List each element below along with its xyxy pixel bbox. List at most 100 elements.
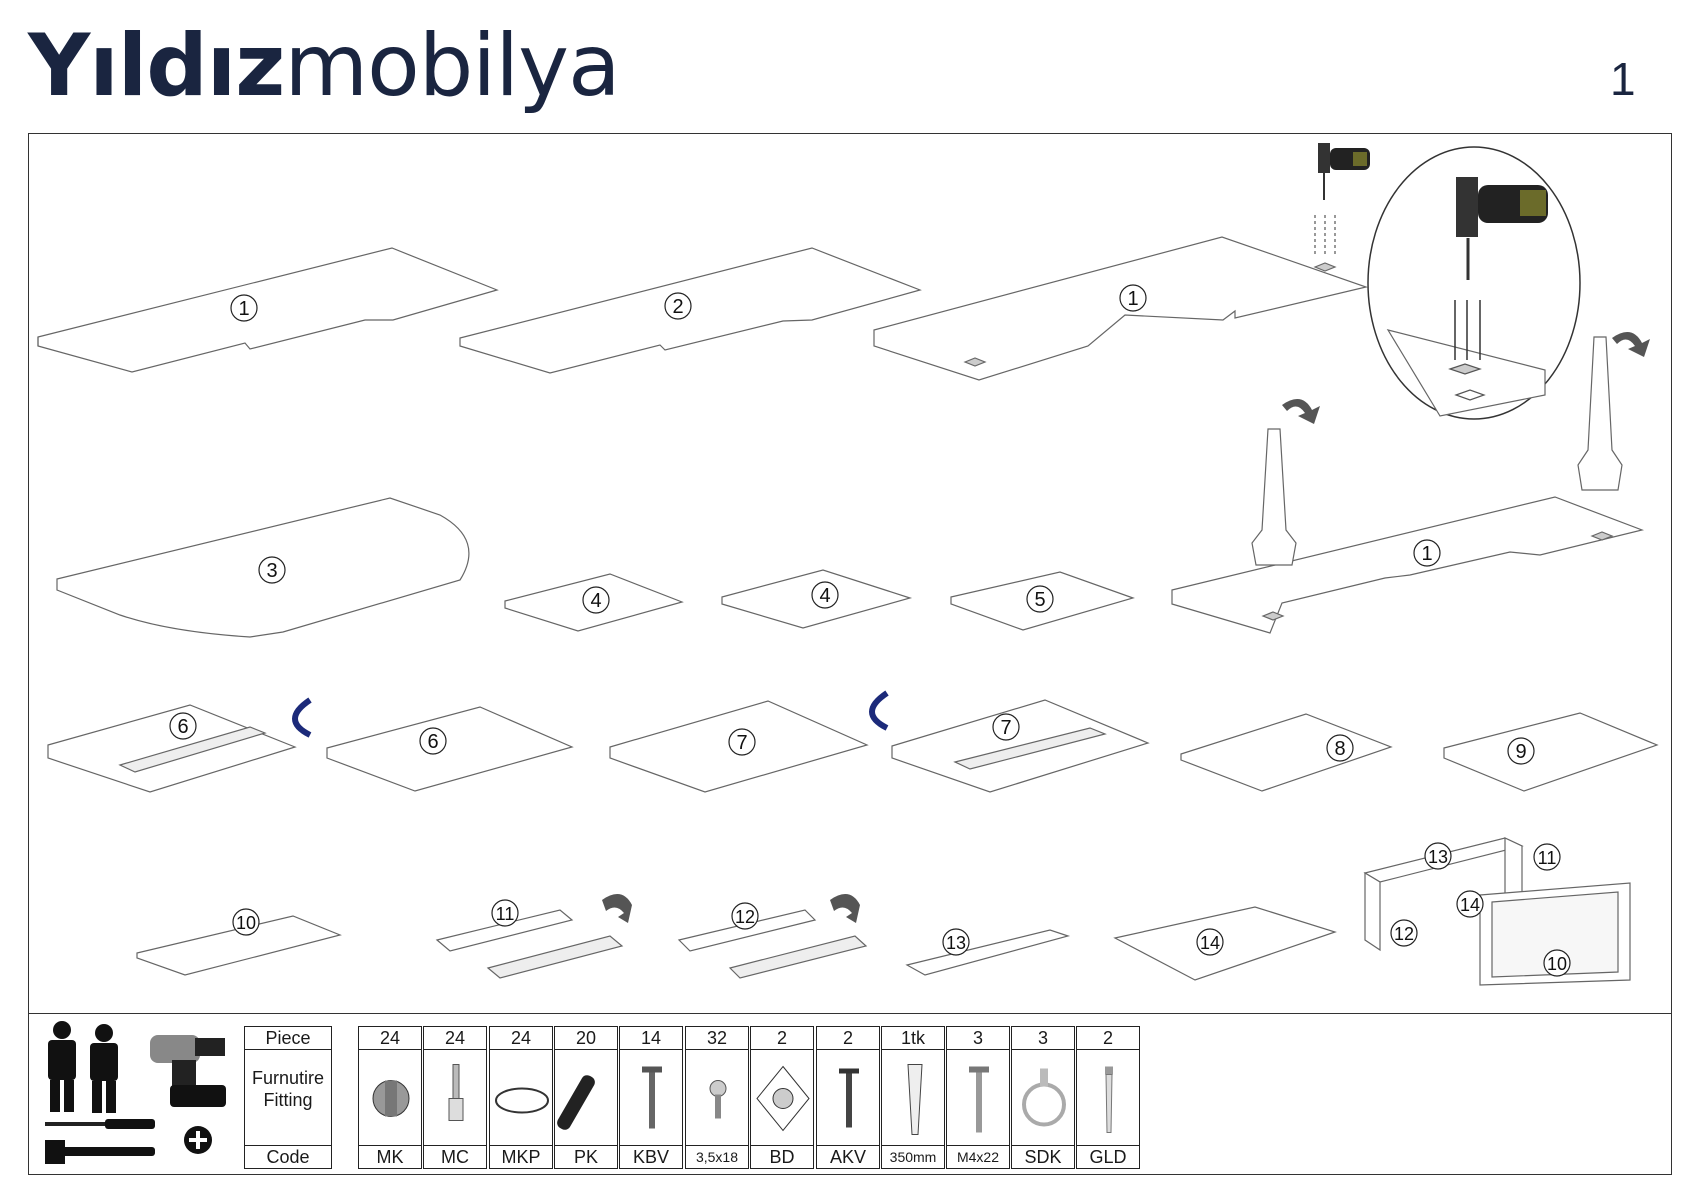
ring-handle-icon <box>1012 1051 1074 1144</box>
confirmat-screw-icon <box>620 1051 682 1144</box>
part-label: 4 <box>819 585 830 607</box>
panel-7b <box>891 699 1150 793</box>
fitting-quantity: 24 <box>490 1027 552 1050</box>
fitting-code: AKV <box>817 1145 879 1168</box>
two-person-icon <box>48 1021 118 1113</box>
fitting-quantity: 3 <box>1012 1027 1074 1050</box>
short-screw-icon <box>686 1051 748 1144</box>
leg-left <box>1251 428 1297 566</box>
fitting-quantity: 2 <box>751 1027 813 1050</box>
drawer-assembly <box>1363 837 1631 986</box>
rotate-arrow-icon <box>830 894 860 923</box>
drawer-part-label: 13 <box>1428 847 1448 867</box>
panel-11 <box>435 909 624 979</box>
panel-1a <box>37 247 499 373</box>
part-label: 1 <box>1421 543 1432 565</box>
knob-icon <box>1077 1051 1139 1144</box>
leg-plate-icon <box>751 1051 813 1144</box>
fitting-quantity: 2 <box>1077 1027 1139 1050</box>
part-label: 7 <box>1000 717 1011 739</box>
drawer-part-label: 11 <box>1538 848 1557 868</box>
fitting-code: MK <box>359 1145 421 1168</box>
drawer-part-label: 10 <box>1547 954 1567 974</box>
page-number: 1 <box>1610 53 1636 105</box>
rotate-arrow-icon <box>1612 332 1650 357</box>
drawer-rail-icon <box>882 1051 944 1144</box>
part-label: 9 <box>1515 741 1526 763</box>
machine-screw-icon <box>947 1051 1009 1144</box>
drill-icon-small <box>1314 143 1370 255</box>
panel-1c <box>1171 496 1645 634</box>
part-label: 14 <box>1200 933 1220 953</box>
flip-arrow-icon <box>869 690 889 731</box>
fitting-code: BD <box>751 1145 813 1168</box>
flip-arrows <box>292 690 889 738</box>
fitting-quantity: 24 <box>424 1027 486 1050</box>
panel-9 <box>1443 712 1659 792</box>
fitting-code: KBV <box>620 1145 682 1168</box>
fitting-code: SDK <box>1012 1145 1074 1168</box>
drawer-part-label: 12 <box>1394 924 1414 944</box>
part-label: 13 <box>946 933 966 953</box>
fitting-code: MKP <box>490 1145 552 1168</box>
drawing-frame <box>28 133 1672 1175</box>
panel-6b <box>326 706 574 792</box>
part-label: 5 <box>1034 589 1045 611</box>
fitting-quantity: 14 <box>620 1027 682 1050</box>
panel-8 <box>1180 713 1393 792</box>
panel-12 <box>677 909 868 979</box>
part-label: 4 <box>590 590 601 612</box>
fitting-code: GLD <box>1077 1145 1139 1168</box>
fitting-code: 3,5x18 <box>686 1145 748 1168</box>
drill-icon-zoom <box>1454 177 1548 360</box>
fitting-quantity: 1tk <box>882 1027 944 1050</box>
fitting-quantity: 24 <box>359 1027 421 1050</box>
panel-10 <box>136 915 342 976</box>
fitting-column: 32 3,5x18 <box>685 1026 749 1169</box>
panel-13 <box>905 929 1071 976</box>
screwdriver-icon <box>45 1119 155 1129</box>
fitting-quantity: 32 <box>686 1027 748 1050</box>
part-label: 2 <box>672 296 683 318</box>
phillips-plus-icon <box>184 1126 212 1154</box>
part-label: 7 <box>736 732 747 754</box>
cam-cover-icon <box>490 1051 552 1144</box>
brand-bold: Yıldız <box>28 16 285 116</box>
fittings-divider <box>28 1013 1672 1014</box>
part-label: 10 <box>236 913 256 933</box>
panel-14 <box>1113 906 1337 981</box>
part-label: 11 <box>496 904 515 924</box>
fitting-quantity: 20 <box>555 1027 617 1050</box>
brand-light: mobilya <box>284 16 620 116</box>
part-label: 6 <box>177 716 188 738</box>
legend-code: Code <box>245 1145 331 1168</box>
fitting-quantity: 2 <box>817 1027 879 1050</box>
wood-screw-icon <box>817 1051 879 1144</box>
fitting-code: MC <box>424 1145 486 1168</box>
part-label: 6 <box>427 731 438 753</box>
drawer-part-label: 14 <box>1460 895 1480 915</box>
legend-fitting-line1: Furnutire <box>251 1068 325 1088</box>
fitting-column: 1tk 350mm <box>881 1026 945 1169</box>
flip-arrow-icon <box>292 697 312 738</box>
part-label: 3 <box>266 560 277 582</box>
panel-1b <box>873 236 1369 381</box>
legend-piece: Piece <box>245 1027 331 1050</box>
part-label: 1 <box>1127 288 1138 310</box>
wooden-dowel-icon <box>555 1051 617 1144</box>
fitting-code: 350mm <box>882 1145 944 1168</box>
fitting-quantity: 3 <box>947 1027 1009 1050</box>
brand-logo: Yıldızmobilya <box>28 14 621 118</box>
cam-bolt-icon <box>424 1051 486 1144</box>
